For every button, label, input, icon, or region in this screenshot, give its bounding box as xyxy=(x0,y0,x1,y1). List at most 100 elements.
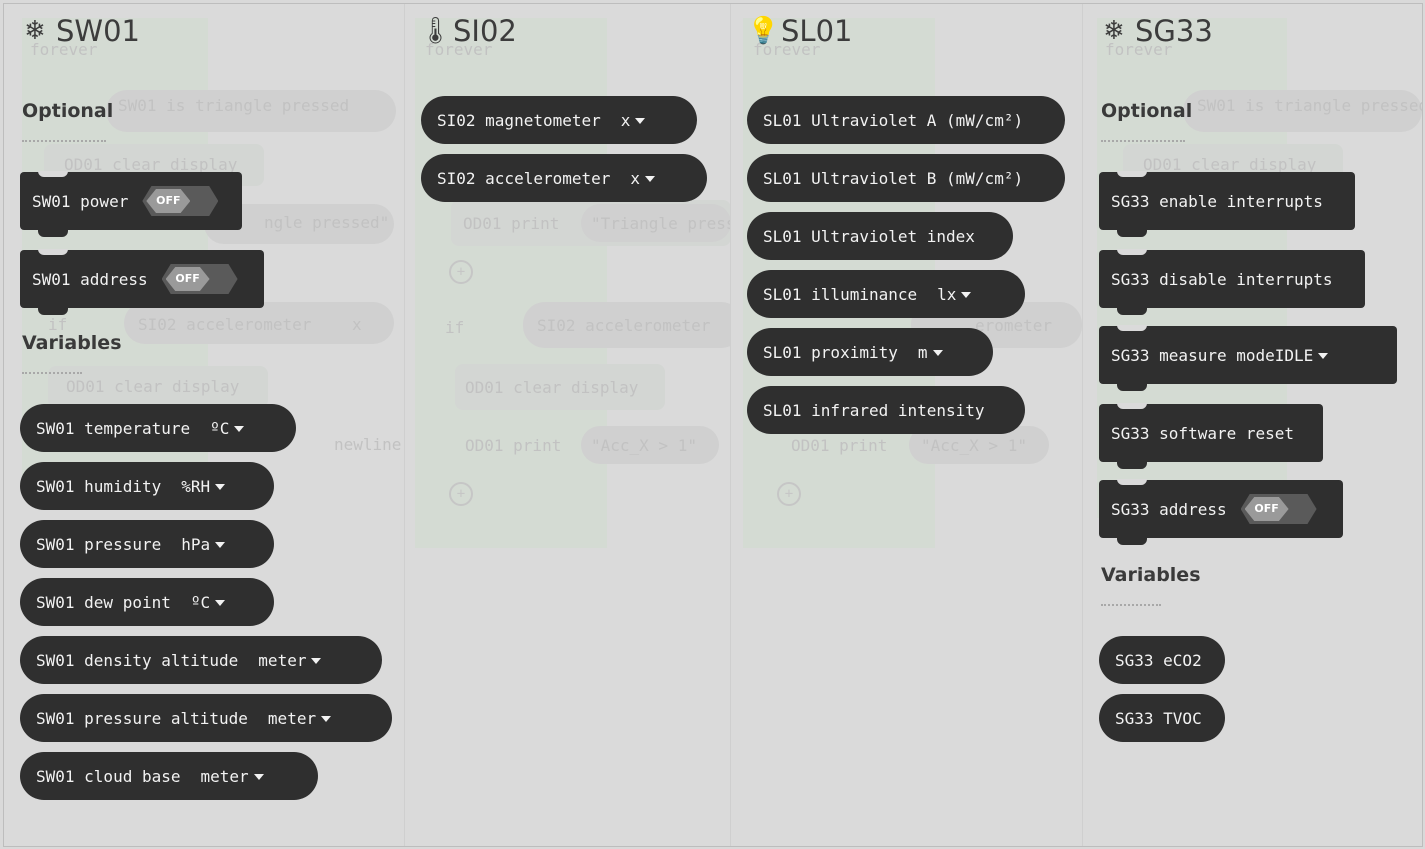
unit-dropdown[interactable]: lx xyxy=(937,285,972,304)
ghost-print-text: OD01 print xyxy=(463,214,560,233)
extension-flyouts: forever SW01 is triangle pressed OD01 cl… xyxy=(3,3,1423,847)
block-text: SG33 address xyxy=(1111,499,1227,519)
sw01-header: ❄ SW01 xyxy=(22,14,140,48)
ghost-forever-label: forever xyxy=(753,40,821,59)
ghost-clear-display-text: OD01 clear display xyxy=(465,378,639,397)
optional-label: Optional xyxy=(22,100,114,122)
sg33-address-block[interactable]: SG33 address OFF xyxy=(1099,479,1343,545)
address-toggle[interactable]: OFF xyxy=(1240,494,1317,524)
chevron-down-icon xyxy=(932,350,943,356)
divider xyxy=(22,372,82,374)
ghost-accel-text: SI02 accelerometer xyxy=(537,316,711,335)
sg33-title: SG33 xyxy=(1135,14,1213,48)
ghost-accel-text: erometer xyxy=(975,316,1053,335)
sw01-density-altitude-block[interactable]: SW01 density altitude meter xyxy=(20,636,382,684)
chevron-down-icon xyxy=(321,716,332,722)
block-text: SL01 Ultraviolet B (mW/cm²) xyxy=(763,168,1024,188)
sg33-measure-mode-block[interactable]: SG33 measure mode IDLE xyxy=(1099,325,1397,391)
ghost-print-text: OD01 print xyxy=(791,436,888,455)
sg33-header: ❄ SG33 xyxy=(1101,14,1213,48)
panel-sl01: forever erometer OD01 print "Acc_X > 1" … xyxy=(731,4,1083,846)
sg33-enable-interrupts-block[interactable]: SG33 enable interrupts xyxy=(1099,171,1355,237)
sl01-proximity-block[interactable]: SL01 proximity m xyxy=(747,328,993,376)
ghost-add-icon: + xyxy=(449,482,473,506)
block-text: SW01 humidity xyxy=(36,476,162,496)
sw01-pressure-block[interactable]: SW01 pressure hPa xyxy=(20,520,274,568)
sw01-humidity-block[interactable]: SW01 humidity %RH xyxy=(20,462,274,510)
ghost-accel-pill xyxy=(124,302,394,344)
unit-dropdown[interactable]: m xyxy=(918,343,943,362)
divider xyxy=(1101,604,1161,606)
ghost-acc-text: "Acc_X > 1" xyxy=(591,436,697,455)
sw01-pressure-altitude-block[interactable]: SW01 pressure altitude meter xyxy=(20,694,392,742)
divider xyxy=(22,140,106,142)
unit-dropdown[interactable]: meter xyxy=(201,767,264,786)
chevron-down-icon xyxy=(1318,353,1329,359)
sw01-temperature-block[interactable]: SW01 temperature ºC xyxy=(20,404,296,452)
block-text: SG33 software reset xyxy=(1111,423,1295,443)
ghost-add-icon: + xyxy=(449,260,473,284)
si02-header: 🌡 SI02 xyxy=(419,14,517,48)
ghost-condition xyxy=(1183,90,1422,132)
block-text: SW01 pressure altitude xyxy=(36,708,248,728)
sw01-address-block[interactable]: SW01 address OFF xyxy=(20,249,264,315)
chevron-down-icon xyxy=(961,292,972,298)
block-text: SL01 illuminance xyxy=(763,284,918,304)
si02-accelerometer-block[interactable]: SI02 accelerometer x xyxy=(421,154,707,202)
toggle-knob: OFF xyxy=(146,189,191,213)
chevron-down-icon xyxy=(215,484,226,490)
sl01-uv-index-block[interactable]: SL01 Ultraviolet index xyxy=(747,212,1013,260)
unit-dropdown[interactable]: ºC xyxy=(191,593,226,612)
ghost-condition-text: SW01 is triangle pressed xyxy=(1197,96,1422,115)
sl01-uva-block[interactable]: SL01 Ultraviolet A (mW/cm²) xyxy=(747,96,1065,144)
si02-magnetometer-block[interactable]: SI02 magnetometer x xyxy=(421,96,697,144)
block-text: SI02 accelerometer xyxy=(437,168,611,188)
sw01-cloud-base-block[interactable]: SW01 cloud base meter xyxy=(20,752,318,800)
unit-dropdown[interactable]: meter xyxy=(258,651,322,670)
axis-dropdown[interactable]: x xyxy=(621,111,646,130)
sw01-power-block[interactable]: SW01 power OFF xyxy=(20,171,242,237)
variables-label: Variables xyxy=(22,332,122,354)
chevron-down-icon xyxy=(645,176,656,182)
lightbulb-icon: 💡 xyxy=(747,16,780,46)
ghost-forever-label: forever xyxy=(425,40,493,59)
mode-dropdown[interactable]: IDLE xyxy=(1275,346,1329,365)
sl01-title: SL01 xyxy=(781,14,853,48)
sg33-software-reset-block[interactable]: SG33 software reset xyxy=(1099,403,1323,469)
address-toggle[interactable]: OFF xyxy=(161,264,238,294)
ghost-condition-text: SW01 is triangle pressed xyxy=(118,96,350,115)
sg33-disable-interrupts-block[interactable]: SG33 disable interrupts xyxy=(1099,249,1365,315)
block-text: SG33 disable interrupts xyxy=(1111,269,1333,289)
chevron-down-icon xyxy=(234,426,245,432)
unit-dropdown[interactable]: %RH xyxy=(181,477,226,496)
sl01-illuminance-block[interactable]: SL01 illuminance lx xyxy=(747,270,1025,318)
thermometer-icon: 🌡 xyxy=(419,16,453,46)
axis-dropdown[interactable]: x xyxy=(630,169,656,188)
sg33-tvoc-block[interactable]: SG33 TVOC xyxy=(1099,694,1225,742)
block-text: SW01 cloud base xyxy=(36,766,181,786)
sl01-uvb-block[interactable]: SL01 Ultraviolet B (mW/cm²) xyxy=(747,154,1065,202)
block-text: SG33 measure mode xyxy=(1111,345,1275,365)
ghost-if-text: if xyxy=(445,318,465,337)
block-text: SW01 power xyxy=(32,191,129,211)
toggle-knob: OFF xyxy=(1244,497,1289,521)
unit-dropdown[interactable]: hPa xyxy=(181,535,226,554)
block-text: SI02 magnetometer xyxy=(437,110,601,130)
power-toggle[interactable]: OFF xyxy=(142,186,219,216)
block-text: SW01 density altitude xyxy=(36,650,239,670)
chevron-down-icon xyxy=(635,118,646,124)
ghost-clear-display-2 xyxy=(48,366,268,408)
unit-dropdown[interactable]: meter xyxy=(268,709,332,728)
chevron-down-icon xyxy=(311,658,322,664)
chevron-down-icon xyxy=(253,774,264,780)
sg33-eco2-block[interactable]: SG33 eCO2 xyxy=(1099,636,1225,684)
ghost-accel-pill xyxy=(523,302,730,348)
unit-dropdown[interactable]: ºC xyxy=(210,419,245,438)
block-text: SL01 proximity xyxy=(763,342,898,362)
sl01-infrared-block[interactable]: SL01 infrared intensity xyxy=(747,386,1025,434)
ghost-clear-display-2-text: OD01 clear display xyxy=(66,377,240,396)
sw01-dew-point-block[interactable]: SW01 dew point ºC xyxy=(20,578,274,626)
block-text: SW01 temperature xyxy=(36,418,191,438)
ghost-clear-display xyxy=(455,364,665,410)
block-text: SW01 address xyxy=(32,269,148,289)
